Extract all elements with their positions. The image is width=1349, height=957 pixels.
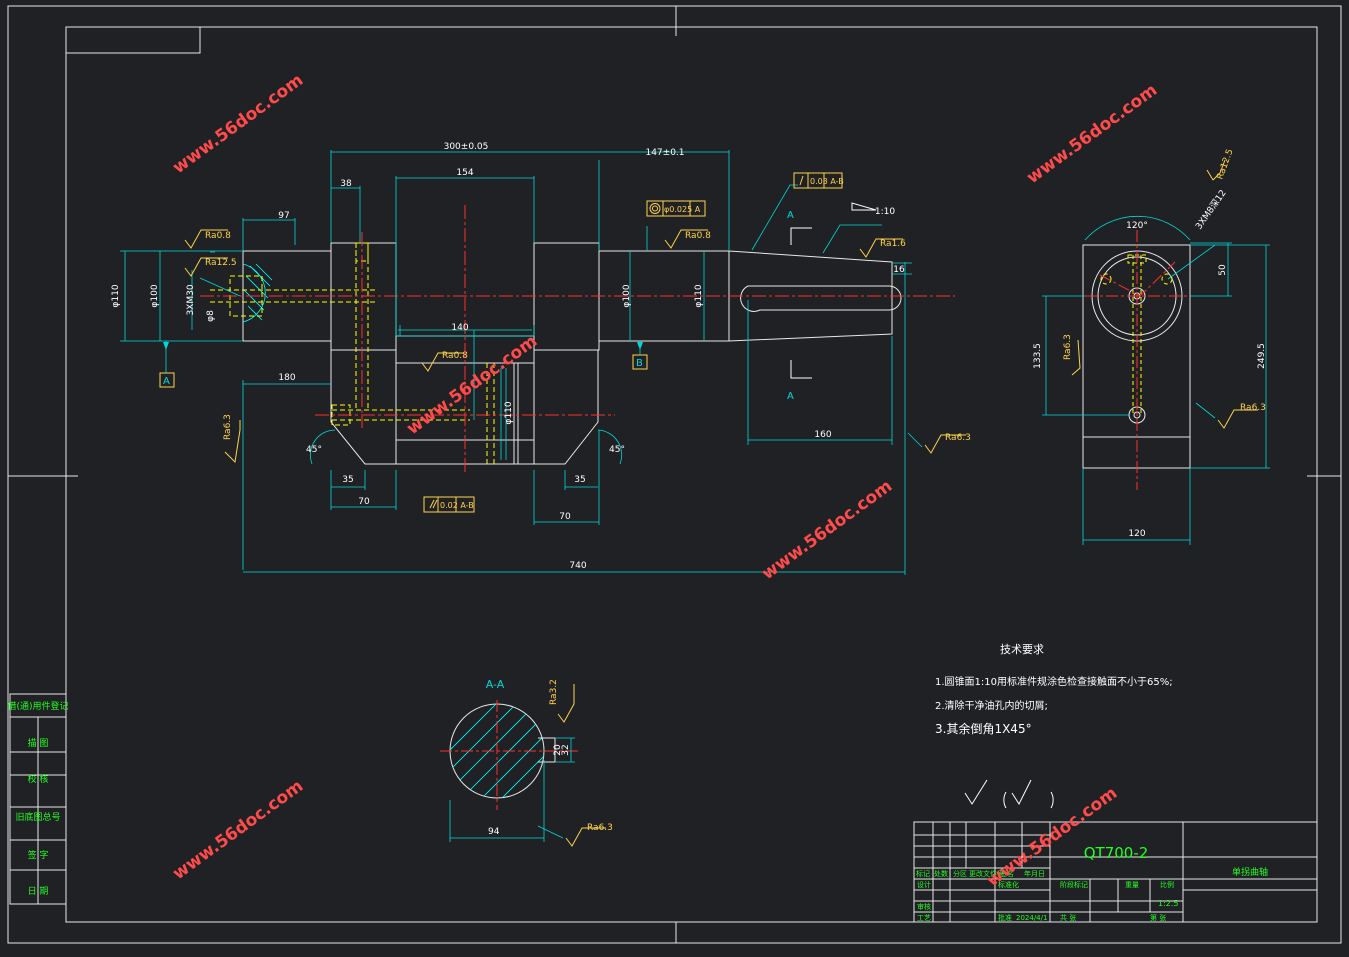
tol-runout: 0.03 A-B	[810, 177, 844, 186]
left-end-section	[242, 263, 273, 323]
title-block: 标记 处数 分区 更改文件号 签名 年月日 设计 标准化 阶段标记 重量 比例 …	[913, 821, 1318, 923]
dim-45a: 45°	[306, 445, 322, 455]
side-label-2: 描 图	[28, 737, 49, 749]
tb-scale: 1:2.5	[1158, 899, 1179, 908]
sec-dim-32: 32	[561, 744, 571, 755]
tb-lbl-sign: 签名	[1000, 869, 1014, 878]
centerlines	[200, 205, 955, 475]
dim-740: 740	[569, 561, 586, 571]
tech-item-1: 1.圆锥面1:10用标准件规涂色检查接触面不小于65%;	[935, 675, 1173, 688]
sec-dim-20: 20	[553, 744, 563, 756]
dim-35b: 35	[574, 475, 585, 485]
tb-review: 审核	[917, 902, 931, 911]
side-dim-120: 120	[1128, 529, 1145, 539]
side-dim-120deg: 120°	[1126, 221, 1148, 231]
side-dim-249: 249.5	[1257, 343, 1267, 369]
tol-concentric: φ0.025 A	[664, 205, 701, 214]
dim-phi110b: φ110	[694, 284, 704, 307]
dim-m30: 3XM30	[186, 284, 196, 315]
side-ra-3: Ra6.3	[1240, 403, 1266, 413]
dim-140: 140	[451, 323, 468, 333]
sec-dim-94: 94	[488, 827, 500, 837]
dim-70b: 70	[559, 512, 571, 522]
side-label-5: 签 字	[28, 849, 49, 861]
tech-item-3: 3.其余倒角1X45°	[935, 721, 1032, 736]
ra-4: Ra1.6	[880, 239, 906, 249]
dim-phi110a: φ110	[111, 284, 121, 307]
side-label-6: 日 期	[28, 886, 49, 897]
sec-ra-1: Ra3.2	[549, 679, 559, 705]
tb-standard: 标准化	[998, 880, 1019, 889]
tb-sheet-no: 第 张	[1150, 913, 1166, 922]
tb-approve: 批准	[998, 913, 1012, 922]
dim-taper: 1:10	[875, 207, 895, 217]
side-label-3: 校 核	[28, 773, 49, 785]
ra-3: Ra0.8	[685, 231, 711, 241]
tb-lbl-count: 处数	[934, 869, 948, 878]
section-a-top: A	[787, 210, 794, 221]
tech-item-2: 2.清除干净油孔内的切屑;	[935, 699, 1048, 712]
main-view: 300±0.05 147±0.1 38 154 97 180 140 70 70…	[111, 142, 1216, 575]
dim-300: 300±0.05	[444, 142, 489, 152]
side-dim-50: 50	[1218, 264, 1228, 276]
section-label: A-A	[486, 678, 505, 691]
dim-phi100b: φ100	[622, 284, 632, 307]
tb-date: 2024/4/1	[1016, 914, 1047, 922]
tb-process: 工艺	[917, 914, 931, 922]
sec-ra-2: Ra6.3	[587, 823, 613, 833]
tb-lbl-zone: 分区	[953, 869, 967, 878]
side-panel-labels: 借(通)用件登记 描 图 校 核 旧底图总号 签 字 日 期	[7, 700, 68, 897]
dim-35a: 35	[342, 475, 353, 485]
leader-lines	[199, 184, 1216, 448]
ra-1: Ra0.8	[205, 231, 231, 241]
dim-16: 16	[893, 265, 905, 275]
ra-5: Ra0.8	[442, 351, 468, 361]
tech-requirements: 技术要求 1.圆锥面1:10用标准件规涂色检查接触面不小于65%; 2.清除干净…	[935, 643, 1173, 736]
dim-97: 97	[278, 211, 289, 221]
drawing-frame	[7, 5, 1342, 944]
tol-parallel: 0.02 A-B	[440, 501, 474, 510]
dim-phi110c: φ110	[504, 401, 514, 424]
dimension-texts: 300±0.05 147±0.1 38 154 97 180 140 70 70…	[111, 142, 905, 571]
datums: A B A A	[159, 202, 877, 402]
dim-70a: 70	[358, 497, 370, 507]
general-roughness-symbol	[964, 779, 1054, 809]
datum-a: A	[163, 376, 170, 387]
dim-38: 38	[340, 179, 352, 189]
side-panel	[9, 693, 67, 905]
side-label-1: 借(通)用件登记	[7, 700, 68, 712]
ra-6: Ra6.3	[223, 414, 233, 440]
tb-weight: 重量	[1125, 881, 1139, 889]
tech-title: 技术要求	[1000, 643, 1044, 656]
ra-2: Ra12.5	[205, 258, 237, 268]
datum-b: B	[636, 358, 643, 369]
tb-lbl-date: 年月日	[1024, 869, 1045, 878]
side-ra-2: Ra6.3	[1063, 334, 1073, 360]
side-label-4: 旧底图总号	[15, 811, 60, 823]
tb-part-name: 单拐曲轴	[1232, 866, 1268, 878]
dim-phi8: φ8	[206, 310, 216, 322]
dimension-lines	[120, 150, 912, 575]
tb-stage: 阶段标记	[1060, 880, 1088, 889]
roughness-marks: Ra0.8 Ra12.5 Ra0.8 Ra1.6 Ra0.8 Ra6.3 Ra6…	[184, 229, 971, 464]
side-dim-133: 133.5	[1033, 343, 1043, 369]
tb-material: QT700-2	[1084, 844, 1149, 862]
dim-160: 160	[814, 430, 831, 440]
dim-180: 180	[278, 373, 295, 383]
tb-lbl-mark: 标记	[916, 869, 930, 878]
dim-45b: 45°	[609, 445, 625, 455]
tb-sheets: 共 张	[1060, 913, 1076, 922]
tb-lbl-change: 更改文件号	[969, 869, 1004, 878]
tolerance-frames: 0.03 A-B φ0.025 A 0.02 A-B	[423, 172, 844, 513]
tb-scale-label: 比例	[1160, 880, 1174, 889]
section-a-bottom: A	[787, 391, 794, 402]
tb-design: 设计	[917, 880, 931, 889]
ra-7: Ra6.3	[945, 433, 971, 443]
dim-phi100a: φ100	[150, 284, 160, 307]
dim-154: 154	[456, 168, 473, 178]
dim-147: 147±0.1	[645, 148, 684, 158]
